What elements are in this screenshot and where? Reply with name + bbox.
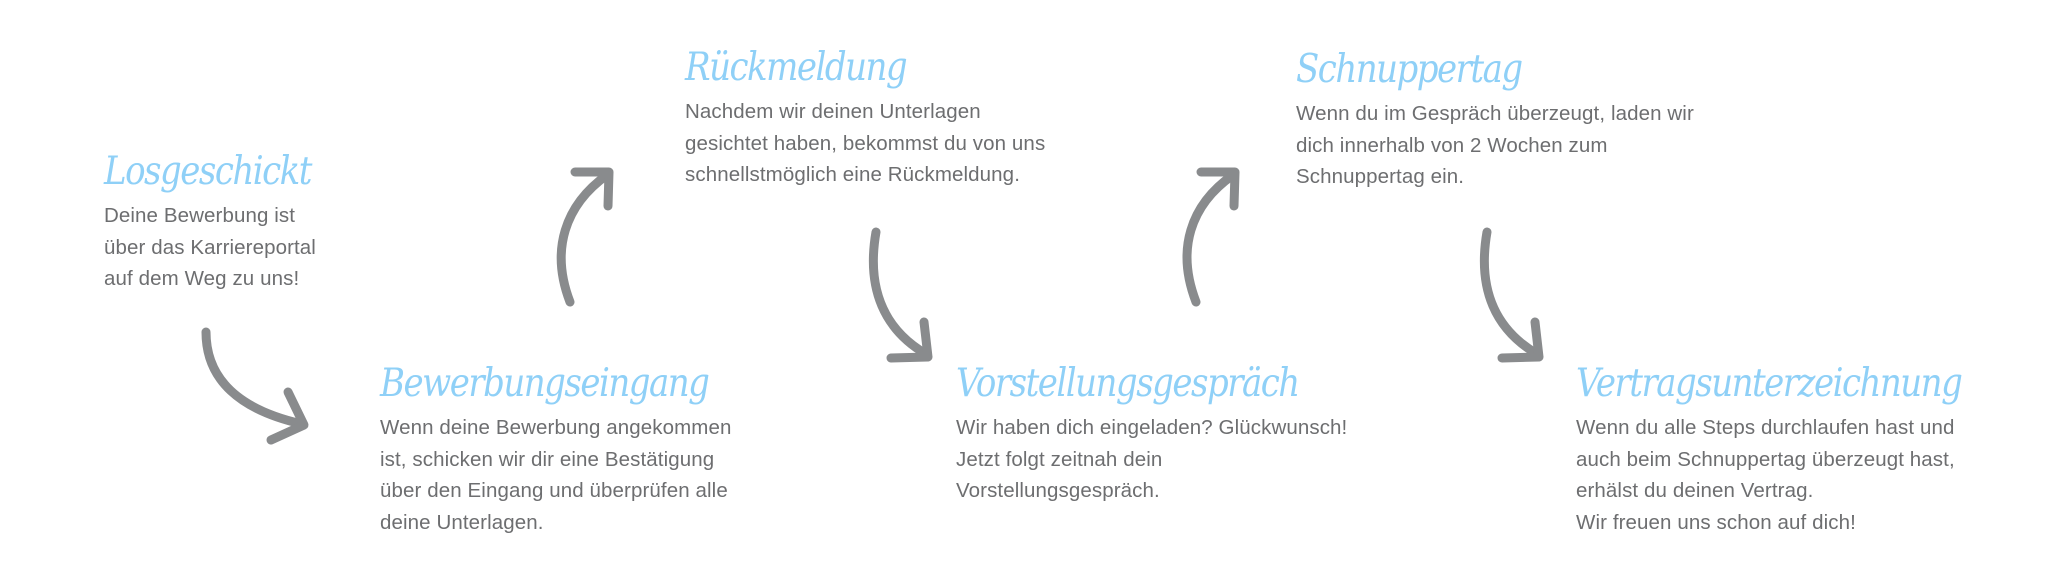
- description-line: Wir freuen uns schon auf dich!: [1576, 510, 1856, 534]
- curved-arrow-down-icon: [201, 327, 309, 445]
- step-bewerbungseingang: Bewerbungseingang Wenn deine Bewerbung a…: [380, 361, 731, 538]
- description-line: schnellstmöglich eine Rückmeldung.: [685, 163, 1020, 186]
- description-line: über das Karriereportal: [104, 235, 316, 259]
- description-line: Vorstellungsgespräch.: [956, 479, 1160, 502]
- step-description: Nachdem wir deinen Unterlagen gesichtet …: [685, 96, 1045, 191]
- description-line: deine Unterlagen.: [380, 510, 544, 534]
- step-description: Wenn deine Bewerbung angekommen ist, sch…: [380, 412, 731, 538]
- description-line: über den Eingang und überprüfen alle: [380, 479, 728, 502]
- description-line: Jetzt folgt zeitnah dein: [956, 447, 1163, 471]
- step-title: Schnuppertag: [1296, 46, 1523, 93]
- step-title: Vertragsunterzeichnung: [1576, 360, 1963, 407]
- step-description: Deine Bewerbung ist über das Karrierepor…: [104, 200, 316, 295]
- step-title: Bewerbungseingang: [380, 360, 710, 407]
- description-line: Wenn deine Bewerbung angekommen: [380, 416, 732, 439]
- description-line: erhälst du deinen Vertrag.: [1576, 479, 1814, 502]
- step-vorstellungsgespraech: Vorstellungsgespräch Wir haben dich eing…: [956, 361, 1347, 507]
- description-line: auf dem Weg zu uns!: [104, 267, 300, 290]
- description-line: gesichtet haben, bekommst du von uns: [685, 131, 1046, 155]
- curved-arrow-down-icon: [868, 227, 933, 363]
- description-line: dich innerhalb von 2 Wochen zum: [1296, 133, 1608, 157]
- description-line: auch beim Schnuppertag überzeugt hast,: [1576, 447, 1955, 471]
- curved-arrow-down-icon: [1479, 227, 1544, 363]
- step-description: Wir haben dich eingeladen? Glückwunsch! …: [956, 412, 1347, 507]
- step-title: Rückmeldung: [685, 44, 908, 91]
- description-line: Nachdem wir deinen Unterlagen: [685, 100, 981, 123]
- curved-arrow-up-icon: [1182, 167, 1240, 307]
- step-rueckmeldung: Rückmeldung Nachdem wir deinen Unterlage…: [685, 45, 1045, 191]
- step-title: Losgeschickt: [104, 148, 312, 195]
- step-losgeschickt: Losgeschickt Deine Bewerbung ist über da…: [104, 149, 316, 295]
- curved-arrow-up-icon: [556, 167, 614, 307]
- description-line: Wenn du alle Steps durchlaufen hast und: [1576, 416, 1955, 439]
- step-vertragsunterzeichnung: Vertragsunterzeichnung Wenn du alle Step…: [1576, 361, 1963, 538]
- description-line: Schnuppertag ein.: [1296, 165, 1465, 188]
- description-line: ist, schicken wir dir eine Bestätigung: [380, 447, 715, 471]
- step-description: Wenn du alle Steps durchlaufen hast und …: [1576, 412, 1961, 538]
- description-line: Wir haben dich eingeladen? Glückwunsch!: [956, 416, 1348, 439]
- description-line: Deine Bewerbung ist: [104, 204, 296, 227]
- step-description: Wenn du im Gespräch überzeugt, laden wir…: [1296, 98, 1694, 193]
- step-schnuppertag: Schnuppertag Wenn du im Gespräch überzeu…: [1296, 47, 1694, 193]
- description-line: Wenn du im Gespräch überzeugt, laden wir: [1296, 102, 1694, 125]
- step-title: Vorstellungsgespräch: [956, 360, 1300, 407]
